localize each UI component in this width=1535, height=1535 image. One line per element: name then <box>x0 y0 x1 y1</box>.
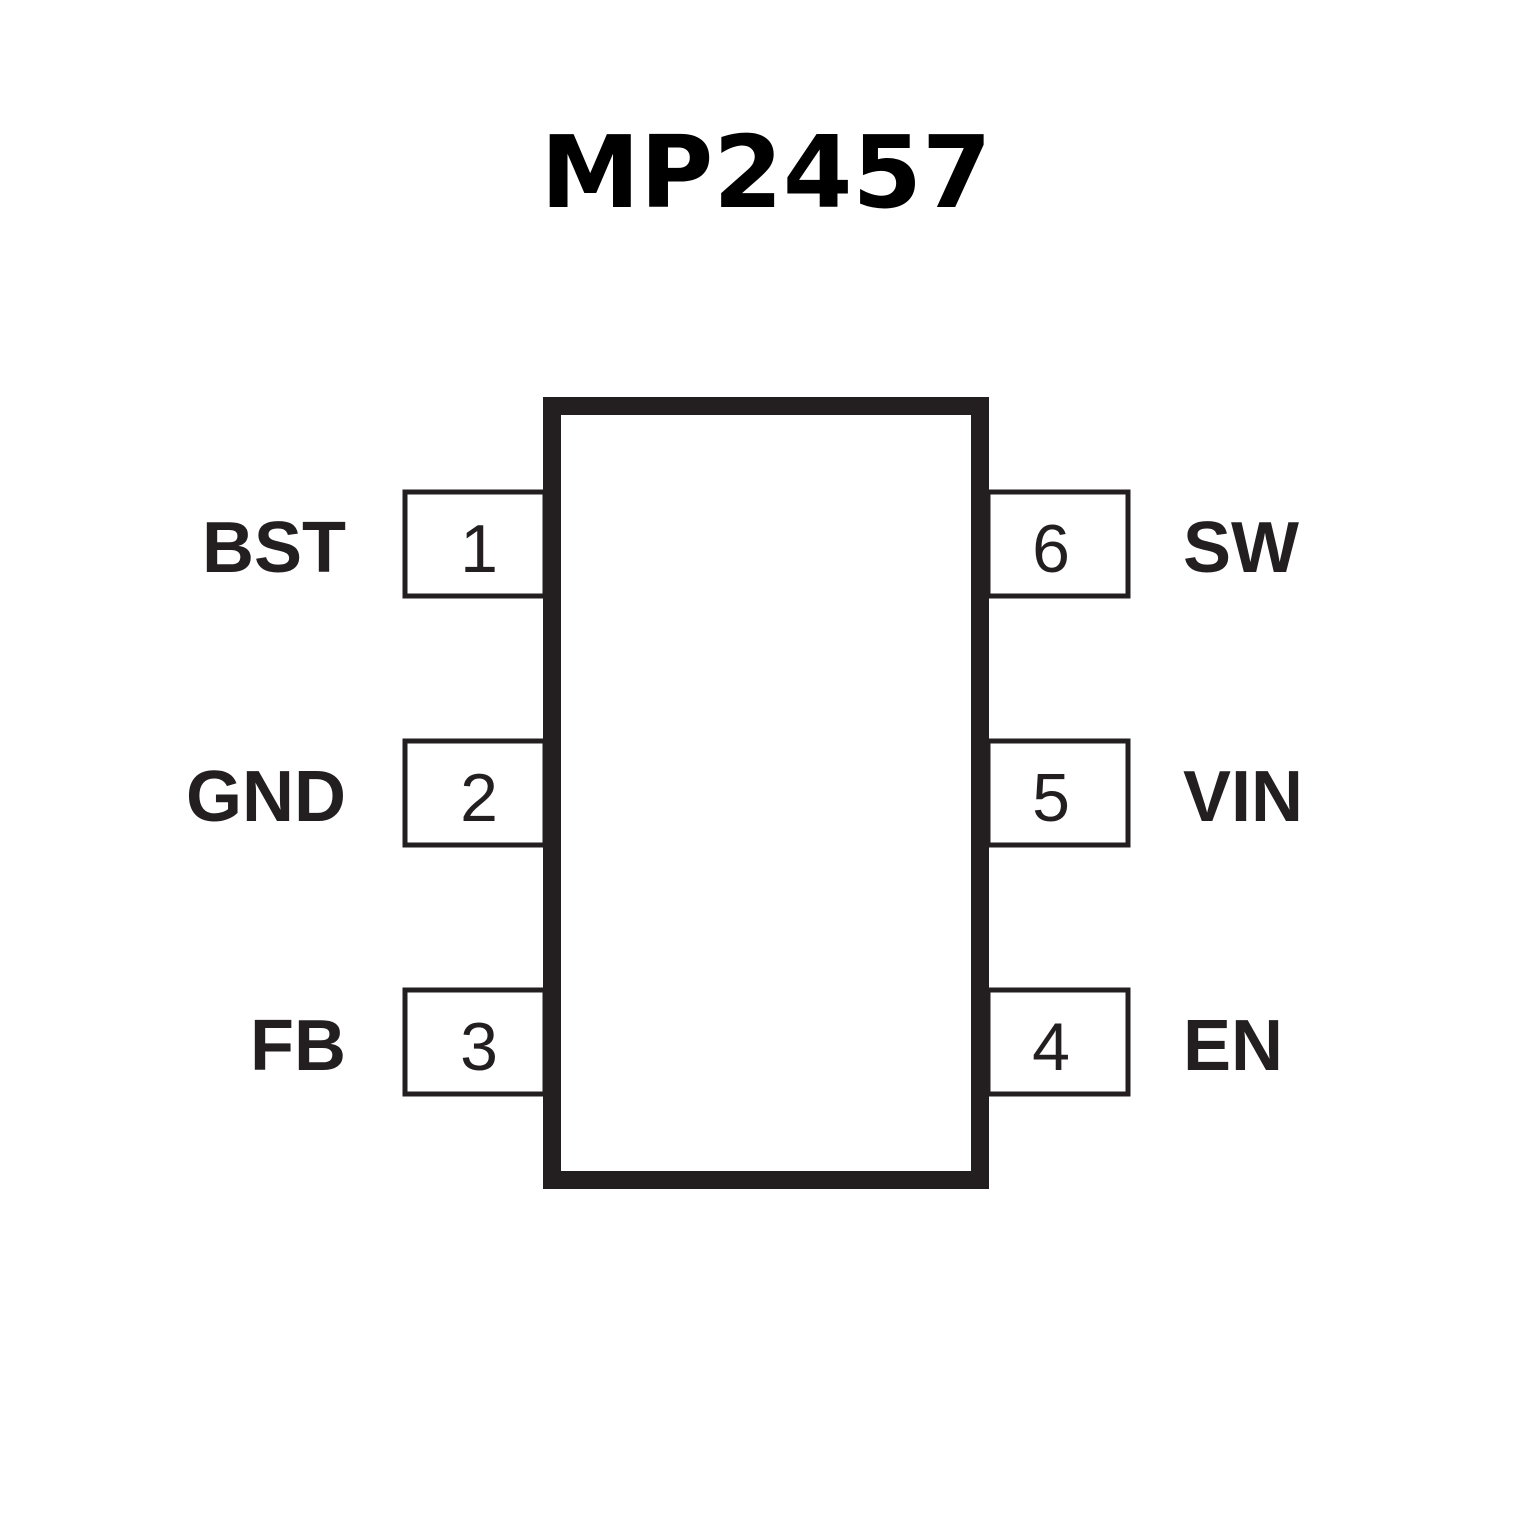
pin-3: 3 FB <box>250 987 548 1097</box>
chip-body <box>543 397 989 1189</box>
pin-number: 4 <box>1032 1009 1070 1085</box>
pin-label: SW <box>1183 508 1299 588</box>
pin-number: 2 <box>460 760 498 836</box>
pin-1: 1 BST <box>202 489 548 599</box>
pin-label: EN <box>1183 1006 1283 1086</box>
pin-number: 6 <box>1032 511 1070 587</box>
pin-pad <box>402 987 548 1097</box>
pin-number: 1 <box>460 511 498 587</box>
pin-number: 3 <box>460 1009 498 1085</box>
pin-pad <box>985 738 1131 848</box>
pin-label: BST <box>202 508 346 588</box>
pin-2: 2 GND <box>186 738 548 848</box>
pin-pad <box>402 489 548 599</box>
pin-pad <box>402 738 548 848</box>
pin-4: 4 EN <box>985 987 1283 1097</box>
pin-pad <box>985 987 1131 1097</box>
chip-title: MP2457 <box>540 114 991 231</box>
pin-label: GND <box>186 757 346 837</box>
pin-number: 5 <box>1032 760 1070 836</box>
pin-label: VIN <box>1183 757 1303 837</box>
pin-6: 6 SW <box>985 489 1299 599</box>
pin-5: 5 VIN <box>985 738 1303 848</box>
pin-label: FB <box>250 1006 346 1086</box>
